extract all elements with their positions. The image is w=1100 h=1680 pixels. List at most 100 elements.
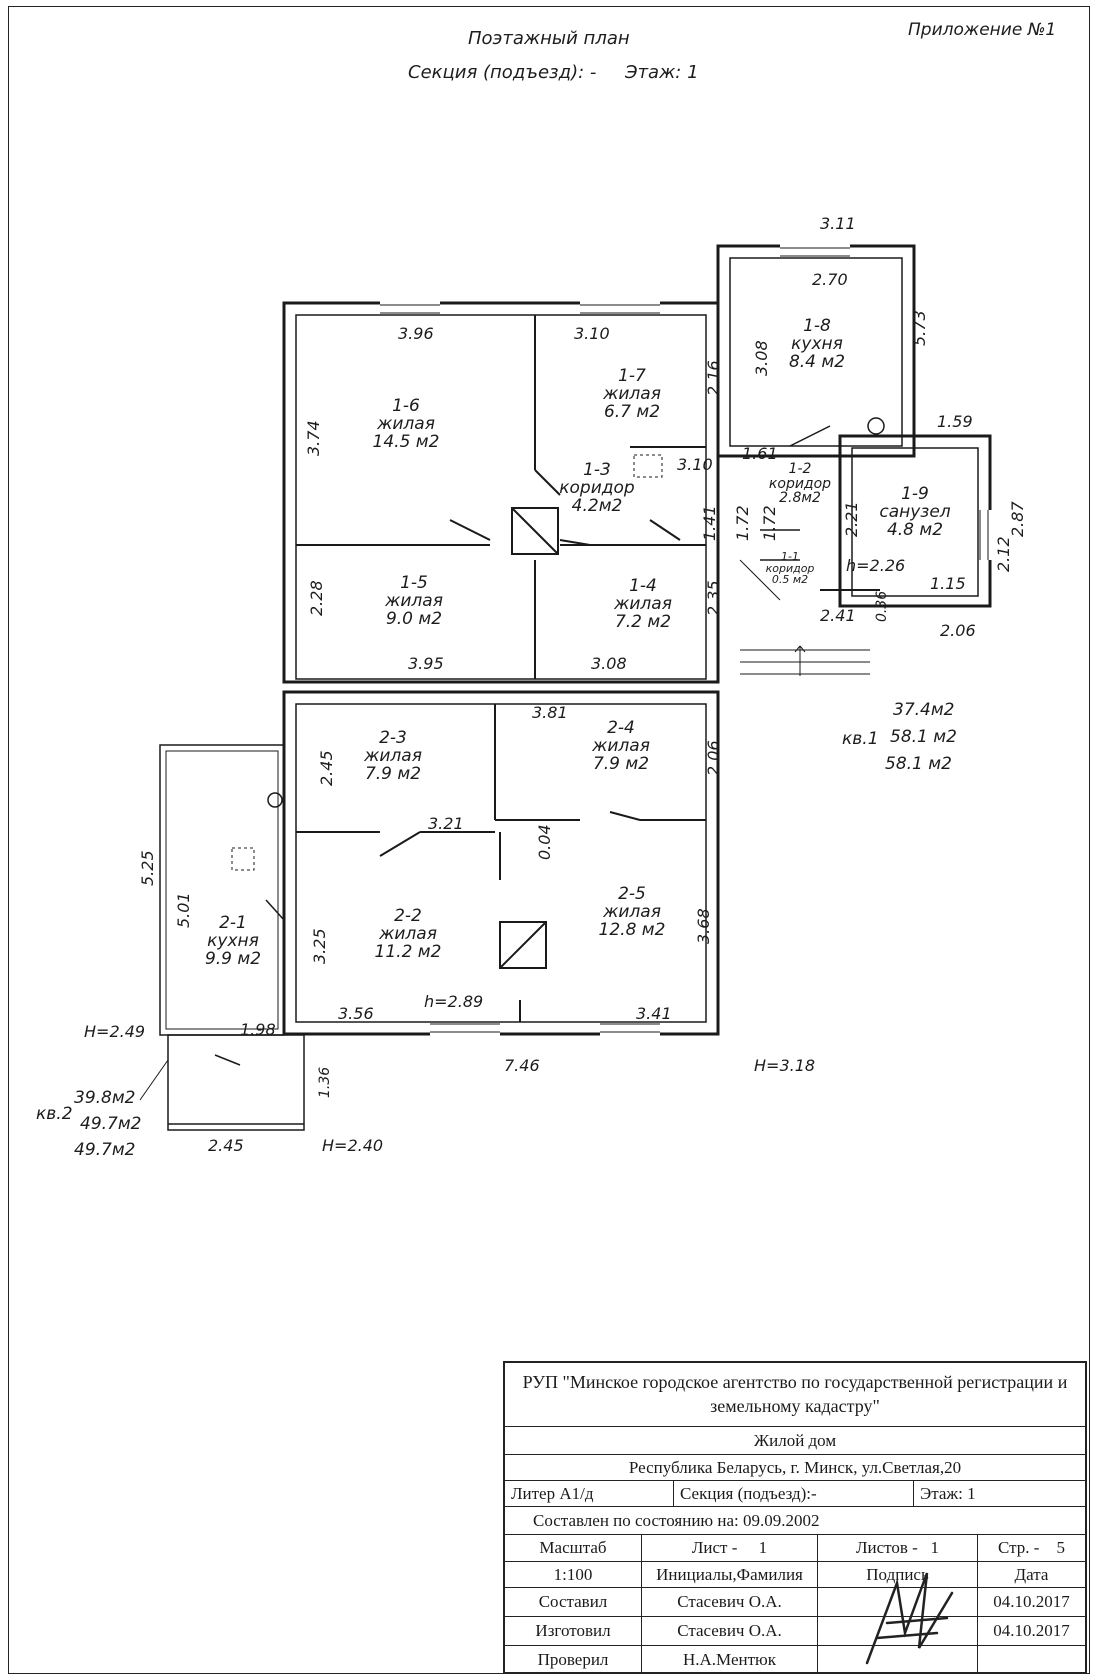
stamp-date: 04.10.2017 — [977, 1617, 1085, 1645]
stamp-signature-cell — [817, 1588, 977, 1616]
stamp-signer-row: Проверил Н.А.Ментюк — [505, 1646, 1085, 1674]
dim-label: 3.08 — [752, 340, 771, 376]
stamp-scale-label: Масштаб — [539, 1538, 607, 1557]
signature-image — [865, 1572, 954, 1665]
dim-label: 2.70 — [812, 270, 848, 289]
dim-label: 3.25 — [310, 928, 329, 964]
plan-title: Поэтажный план — [468, 28, 630, 49]
stamp-signature-cell — [817, 1617, 977, 1645]
apt1-area-total-2: 58.1 м2 — [885, 754, 952, 774]
dim-label: 2.16 — [704, 360, 723, 396]
dim-label: 5.01 — [174, 892, 193, 928]
dim-label: 2.28 — [307, 580, 326, 616]
stamp-role: Составил — [538, 1592, 608, 1611]
stamp-signer-row: Изготовил Стасевич О.А. 04.10.2017 — [505, 1617, 1085, 1646]
stamp-scale-value: 1:100 — [553, 1564, 593, 1584]
stamp-signer-row: Составил Стасевич О.А. 04.10.2017 — [505, 1588, 1085, 1617]
apt1-area-total: 58.1 м2 — [890, 727, 957, 747]
stamp-date — [977, 1646, 1085, 1674]
dim-label: 3.10 — [677, 455, 713, 474]
stamp-sheets: Листов - 1 — [817, 1535, 977, 1561]
dim-label: H=3.18 — [754, 1056, 816, 1075]
dim-label: 5.25 — [138, 850, 157, 886]
stamp-date-row: Составлен по состоянию на: 09.09.2002 — [505, 1507, 1085, 1535]
stamp-floor: Этаж: 1 — [913, 1481, 1085, 1506]
stamp-organization: РУП "Минское городское агентство по госу… — [522, 1372, 1068, 1416]
stamp-role: Проверил — [537, 1650, 609, 1669]
dim-label: 1.15 — [930, 574, 966, 593]
stamp-person: Стасевич О.А. — [641, 1588, 817, 1616]
dim-label: 2.12 — [994, 536, 1013, 572]
stamp-object-row: Жилой дом — [505, 1427, 1085, 1455]
apt2-area-total: 49.7м2 — [80, 1114, 142, 1134]
stamp-role: Изготовил — [535, 1621, 611, 1640]
dim-label: 2.45 — [208, 1136, 244, 1155]
apt2-label: кв.2 — [36, 1104, 73, 1124]
stamp-liter: Литер А1/д — [511, 1483, 594, 1503]
title-block: РУП "Минское городское агентство по госу… — [503, 1361, 1087, 1674]
section-label: Секция (подъезд): - — [408, 62, 597, 83]
stamp-address: Республика Беларусь, г. Минск, ул.Светла… — [628, 1457, 962, 1477]
stamp-col-name: Инициалы,Фамилия — [641, 1562, 817, 1587]
dim-label: 1.98 — [240, 1020, 276, 1039]
stamp-page-label: Стр. - — [998, 1538, 1040, 1557]
dim-label: 3.41 — [636, 1004, 672, 1023]
floor-label: Этаж: 1 — [625, 62, 699, 83]
stamp-person: Стасевич О.А. — [641, 1617, 817, 1645]
dim-label: 3.81 — [532, 703, 568, 722]
dim-label: 3.21 — [428, 814, 464, 833]
appendix-label: Приложение №1 — [908, 20, 1057, 40]
stamp-sheet-label: Лист - — [691, 1538, 738, 1557]
stamp-signature-cell — [817, 1646, 977, 1674]
stamp-liter-row: Литер А1/д Секция (подъезд):- Этаж: 1 — [505, 1481, 1085, 1507]
apt1-inner — [295, 314, 707, 680]
stamp-date: 04.10.2017 — [977, 1588, 1085, 1616]
stamp-sheet-value: 1 — [758, 1538, 768, 1557]
stamp-sheet: Лист - 1 — [641, 1535, 817, 1561]
dim-label: 2.45 — [317, 750, 336, 786]
dim-label: 3.96 — [398, 324, 434, 343]
dim-label: 2.06 — [940, 621, 976, 640]
dim-label: 3.10 — [574, 324, 610, 343]
stamp-col-date: Дата — [977, 1562, 1085, 1587]
dim-label: 0.36 — [874, 590, 890, 622]
dim-label: H=2.49 — [84, 1022, 146, 1041]
dim-label: 5.73 — [910, 310, 929, 346]
dim-label: 1.41 — [700, 505, 719, 541]
dim-label: h=2.89 — [424, 992, 484, 1011]
dim-label: H=2.40 — [322, 1136, 384, 1155]
dim-label: 1.61 — [742, 444, 778, 463]
dim-label: 2.41 — [820, 606, 856, 625]
apt2-area-total-2: 49.7м2 — [74, 1140, 136, 1160]
dim-label: 1.72 — [733, 505, 752, 541]
stamp-object: Жилой дом — [753, 1430, 837, 1450]
stamp-person: Н.А.Ментюк — [641, 1646, 817, 1674]
dim-label: 2.21 — [842, 501, 861, 537]
dim-label: 3.11 — [820, 214, 856, 233]
stamp-org-row: РУП "Минское городское агентство по госу… — [505, 1363, 1085, 1427]
stamp-state-date: Составлен по состоянию на: 09.09.2002 — [533, 1510, 820, 1530]
stamp-col-sign: Подпись — [817, 1562, 977, 1587]
dim-label: 7.46 — [504, 1056, 540, 1075]
stamp-sheets-value: 1 — [930, 1538, 940, 1557]
dim-label: 3.68 — [694, 908, 713, 944]
dim-label: 2.35 — [704, 580, 723, 616]
dim-label: 3.56 — [338, 1004, 374, 1023]
stamp-header-row: 1:100 Инициалы,Фамилия Подпись Дата — [505, 1562, 1085, 1588]
dim-label: 3.95 — [408, 654, 444, 673]
